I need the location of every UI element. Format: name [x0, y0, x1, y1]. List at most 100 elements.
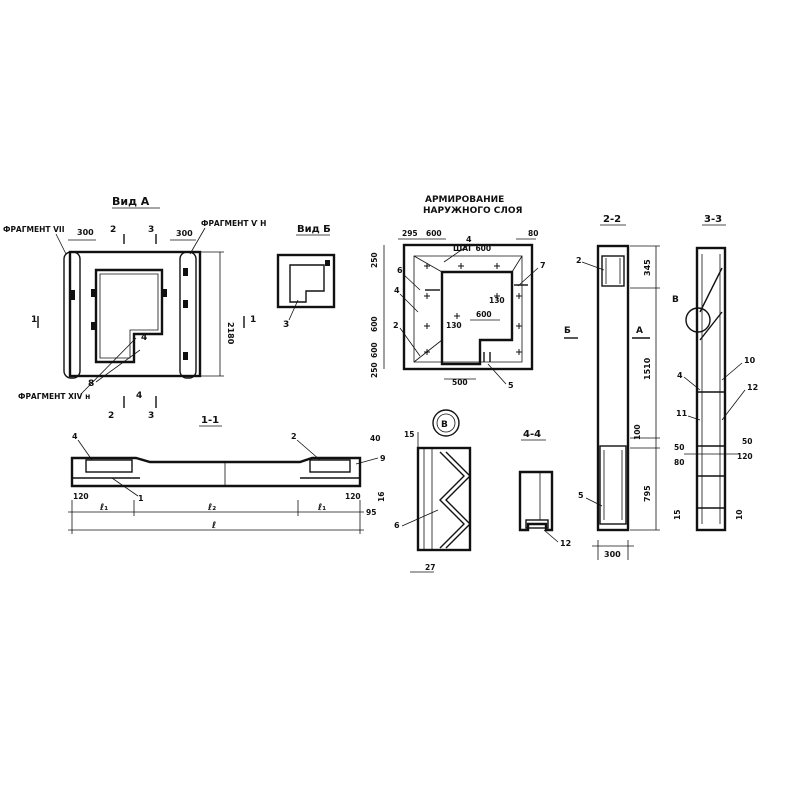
reinforcement-dim-600-top: 600: [426, 229, 442, 238]
leader-line: [355, 457, 379, 465]
reinforcement-title-1: АРМИРОВАНИЕ: [425, 195, 504, 205]
view-a-section-2-top: 2: [110, 225, 116, 235]
section-1-1-dim-120-left: 120: [73, 492, 89, 501]
view-a-embed: [70, 290, 75, 300]
section-2-2-dim-300: 300: [604, 550, 621, 559]
section-1-1-right-block: [309, 459, 351, 473]
view-a-embed: [91, 322, 96, 330]
leader-line: [399, 327, 421, 357]
reinforcement-plus-marks: [424, 263, 522, 355]
view-b-title: Вид Б: [297, 224, 331, 235]
reinforcement-bar: [413, 339, 443, 363]
reinforcement-dim-130-right: 130: [489, 296, 505, 305]
view-a-section-1-left: 1: [31, 315, 37, 325]
leader-line: [95, 349, 141, 383]
view-a-pos-8: 8: [88, 379, 94, 389]
section-2-2-outline: [596, 244, 630, 532]
section-2-2: 2-2 2 Б А 345 1510 100 795 5 300: [564, 214, 660, 560]
section-2-2-dim-100: 100: [633, 424, 642, 440]
section-1-1-title: 1-1: [201, 415, 219, 426]
section-3-3-pos-4: 4: [677, 371, 683, 380]
section-1-1-l2: ℓ₂: [207, 503, 216, 513]
reinforcement-pos-6: 6: [397, 266, 403, 275]
rebar-diagonal: [699, 267, 723, 313]
detail-b-outline: [416, 446, 472, 552]
view-a-embed: [183, 268, 188, 276]
view-b-pos-3: 3: [283, 320, 289, 330]
section-1-1-l1-left: ℓ₁: [99, 503, 108, 513]
section-2-2-mark-a: А: [636, 326, 643, 336]
reinforcement-dim-295: 295: [402, 229, 418, 238]
leader-line: [189, 227, 206, 255]
leader-line: [487, 363, 507, 385]
leader-line: [399, 293, 419, 313]
detail-b-dim-15: 15: [404, 430, 414, 439]
view-a-fragment-vn: ФРАГМЕНТ Ѵ Н: [201, 219, 266, 228]
reinforcement-mesh: [413, 255, 523, 363]
section-3-3: 3-3 В 10 4 12 11 50 50 80 120 15 10: [672, 214, 758, 532]
leader-line: [443, 243, 471, 263]
section-3-3-pos-10: 10: [744, 356, 756, 365]
section-2-2-mark-b: Б: [564, 326, 571, 336]
rebar-diagonal: [699, 311, 723, 341]
view-a-fragment-xiv: ФРАГМЕНТ XIV н: [18, 392, 90, 401]
detail-b-dim-27: 27: [425, 563, 435, 572]
section-2-2-title: 2-2: [603, 214, 621, 225]
leader-line: [77, 439, 93, 461]
view-a-dim-2180: 2180: [226, 322, 235, 345]
section-1-1-dim-120-right: 120: [345, 492, 361, 501]
reinforcement-title-2: НАРУЖНОГО СЛОЯ: [423, 206, 522, 216]
leader-line: [296, 439, 321, 461]
reinforcement-view: АРМИРОВАНИЕ НАРУЖНОГО СЛОЯ 295 600 80 25…: [370, 195, 546, 390]
section-4-4-outline: [518, 470, 554, 532]
reinforcement-dim-600-mid: 600: [476, 310, 492, 319]
section-3-3-pos-12: 12: [747, 383, 758, 392]
section-1-1-pos-9: 9: [380, 454, 386, 463]
section-2-2-dim-1510: 1510: [643, 357, 652, 380]
reinforcement-dim-250-top: 250: [370, 252, 379, 268]
section-4-4-plate: [525, 519, 549, 529]
section-3-3-outline: [695, 246, 727, 532]
reinforcement-dim-600-b: 600: [370, 342, 379, 358]
detail-b-circle-outer: [432, 409, 460, 437]
view-a-right-edge: [179, 251, 197, 379]
leader-line: [687, 415, 701, 421]
reinforcement-dim-500: 500: [452, 378, 468, 387]
view-a-embed: [162, 289, 167, 297]
leader-line: [581, 261, 605, 271]
section-3-3-title: 3-3: [704, 214, 722, 225]
view-a-section-3-top: 3: [148, 225, 154, 235]
reinforcement-pos-2: 2: [393, 321, 399, 330]
leader-line: [683, 376, 701, 391]
view-a-dim-300-right: 300: [176, 229, 193, 238]
reinforcement-pos-4-top: 4: [466, 235, 472, 244]
section-2-2-pos-5: 5: [578, 491, 584, 500]
view-a-section-4b: 4: [136, 391, 142, 401]
reinforcement-pos-5: 5: [508, 381, 514, 390]
leader-line: [55, 233, 67, 255]
view-a-panel-outline: [68, 250, 202, 378]
detail-b-label: В: [441, 420, 448, 430]
view-a-section-3-bottom: 3: [148, 411, 154, 421]
detail-b-zigzag-2: [445, 451, 471, 549]
detail-b-pos-6: 6: [394, 521, 400, 530]
leader-line: [81, 337, 137, 394]
section-1-1-dim-95: 95: [366, 508, 376, 517]
reinforcement-bar: [511, 255, 523, 273]
view-a-left-edge: [63, 251, 81, 379]
view-a-embed: [91, 289, 96, 297]
leader-line: [517, 267, 539, 287]
view-a-dim-300-left: 300: [77, 228, 94, 237]
section-3-3-mark-b: В: [672, 295, 679, 305]
section-3-3-dim-15: 15: [673, 510, 682, 520]
view-a-section-1-right: 1: [250, 315, 256, 325]
section-2-2-bottom-block: [599, 445, 627, 525]
view-a-opening: [94, 268, 164, 364]
view-b-embed: [325, 260, 330, 266]
detail-b-zigzag: [439, 451, 465, 549]
leader-line: [721, 389, 746, 421]
section-1-1-l: ℓ: [211, 521, 216, 531]
reinforcement-pos-7: 7: [540, 261, 546, 270]
view-a-embed: [183, 300, 188, 308]
